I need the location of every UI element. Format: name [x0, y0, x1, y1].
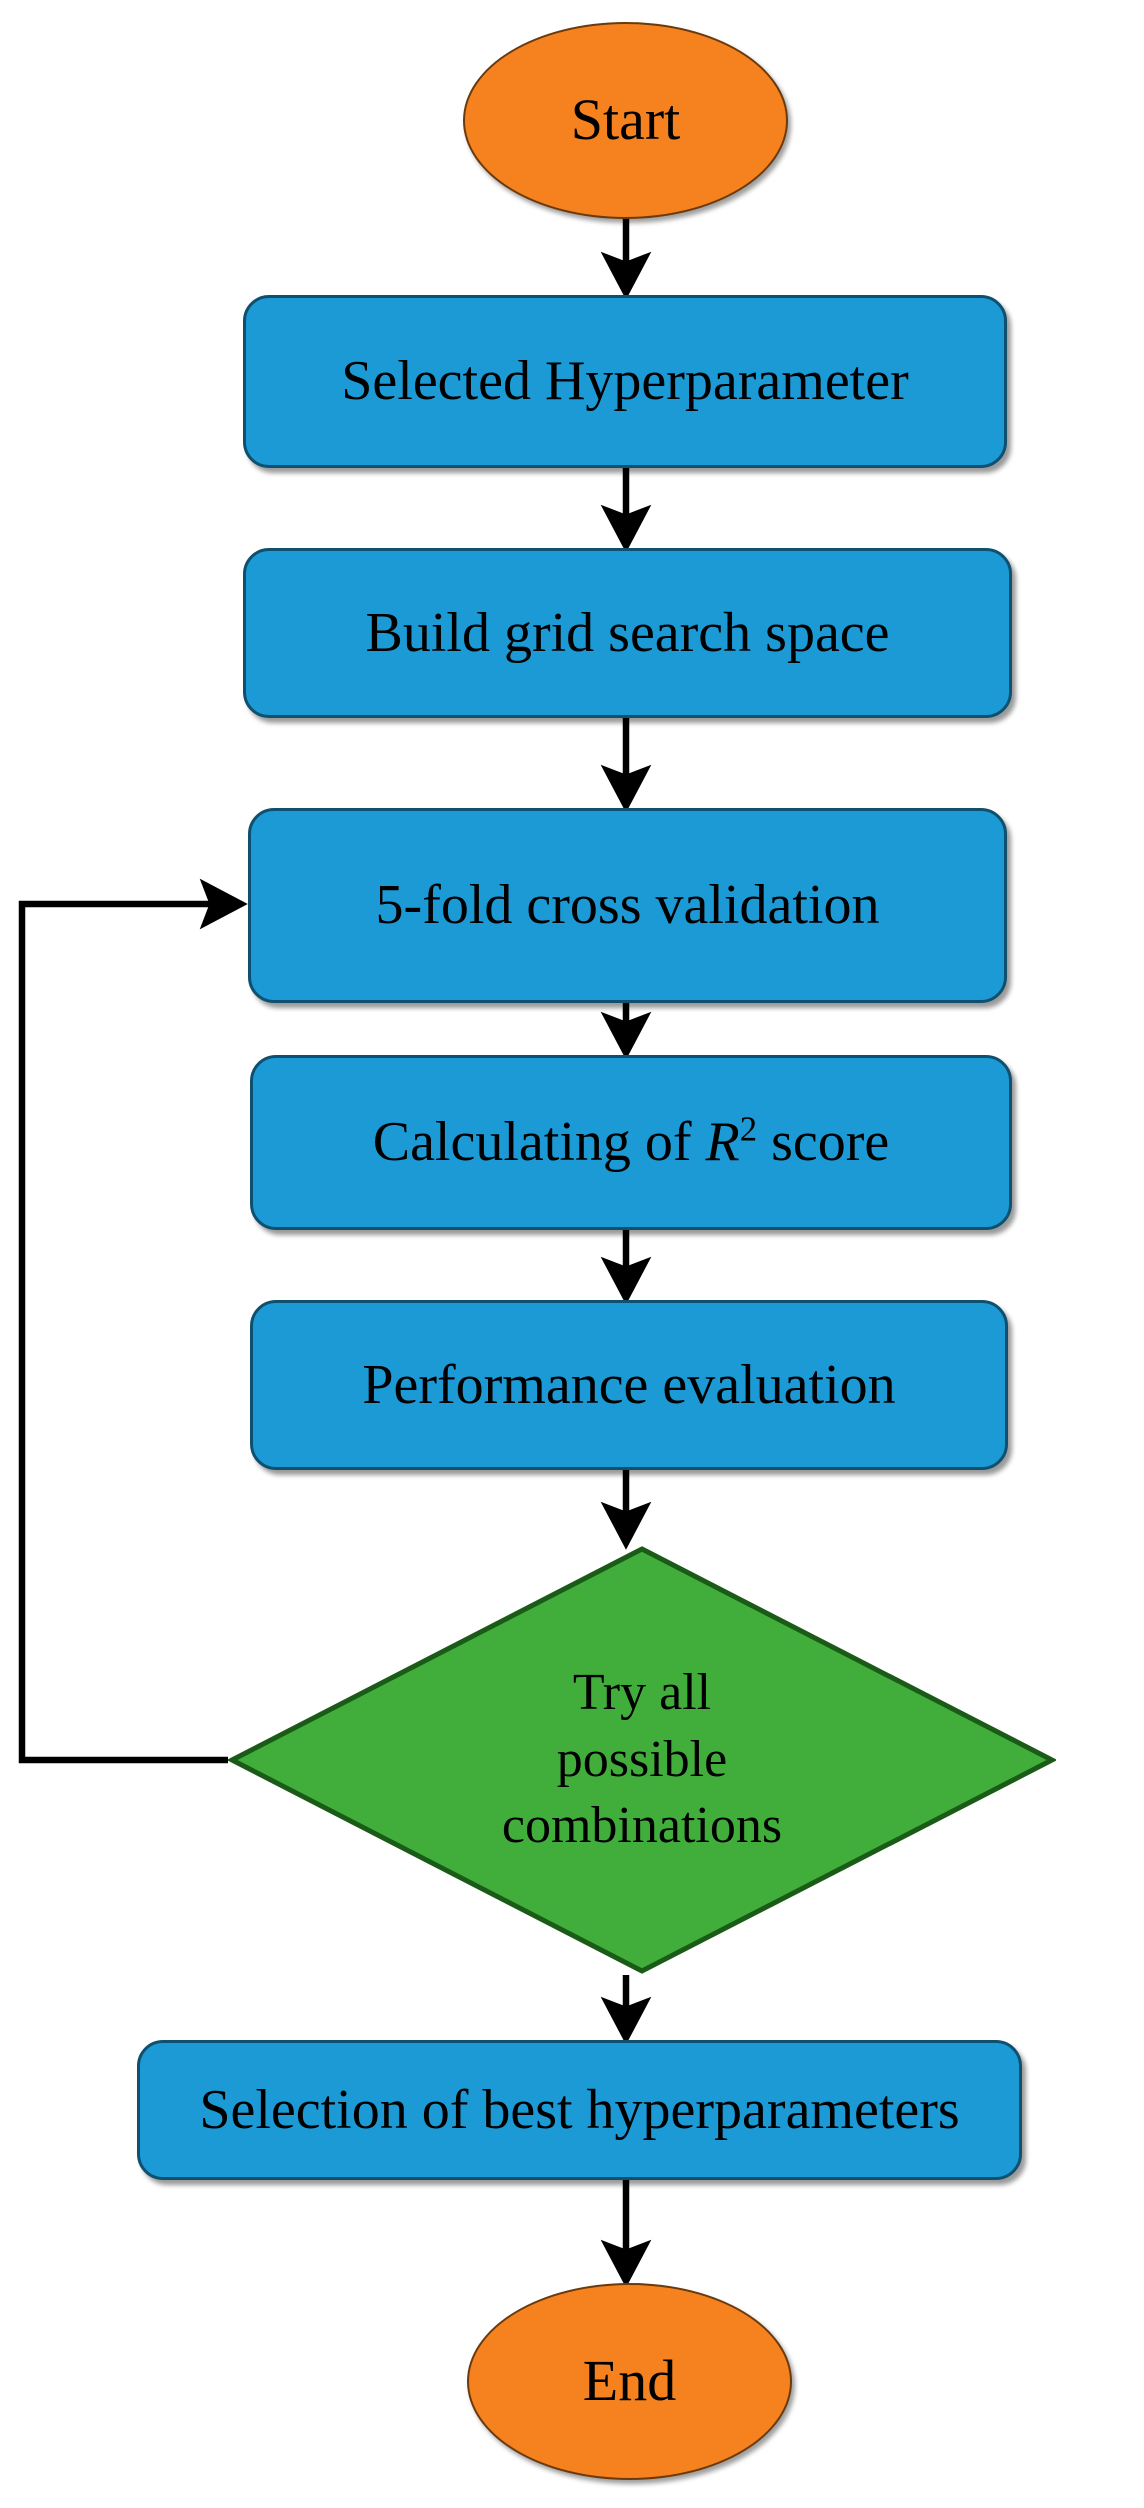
node-5-fold-cross-validation-label: 5-fold cross validation	[375, 874, 880, 937]
node-end[interactable]: End	[467, 2283, 792, 2480]
node-calculating-r2-score[interactable]: Calculating of R2 score	[250, 1055, 1012, 1230]
r2-label-prefix: Calculating of	[372, 1111, 706, 1174]
node-5-fold-cross-validation[interactable]: 5-fold cross validation	[248, 808, 1007, 1003]
node-start-label: Start	[570, 87, 681, 153]
r2-math-exponent: 2	[739, 1109, 758, 1149]
node-try-all-possible-combinations[interactable]: Try all possible combinations	[228, 1545, 1056, 1975]
node-performance-evaluation-label: Performance evaluation	[362, 1353, 896, 1416]
r2-math-symbol: R2	[706, 1111, 758, 1173]
node-performance-evaluation[interactable]: Performance evaluation	[250, 1300, 1008, 1470]
node-end-label: End	[582, 2348, 677, 2414]
node-build-grid-search-space[interactable]: Build grid search space	[243, 548, 1012, 718]
node-calculating-r2-score-label: Calculating of R2 score	[372, 1111, 890, 1174]
node-build-grid-search-space-label: Build grid search space	[365, 601, 890, 664]
node-selected-hyperparameter-label: Selected Hyperparameter	[341, 350, 909, 413]
node-selection-of-best-hyperparameters-label: Selection of best hyperparameters	[199, 2078, 960, 2141]
node-start[interactable]: Start	[463, 22, 788, 219]
decision-diamond-shape	[228, 1546, 1056, 1974]
node-selection-of-best-hyperparameters[interactable]: Selection of best hyperparameters	[137, 2040, 1022, 2180]
node-selected-hyperparameter[interactable]: Selected Hyperparameter	[243, 295, 1007, 468]
edge-tryall-feedback-to-cv	[18, 878, 248, 1764]
node-try-all-possible-combinations-label: Try all possible combinations	[501, 1664, 783, 1855]
r2-label-suffix: score	[757, 1111, 890, 1174]
r2-math-base: R	[705, 1111, 740, 1174]
